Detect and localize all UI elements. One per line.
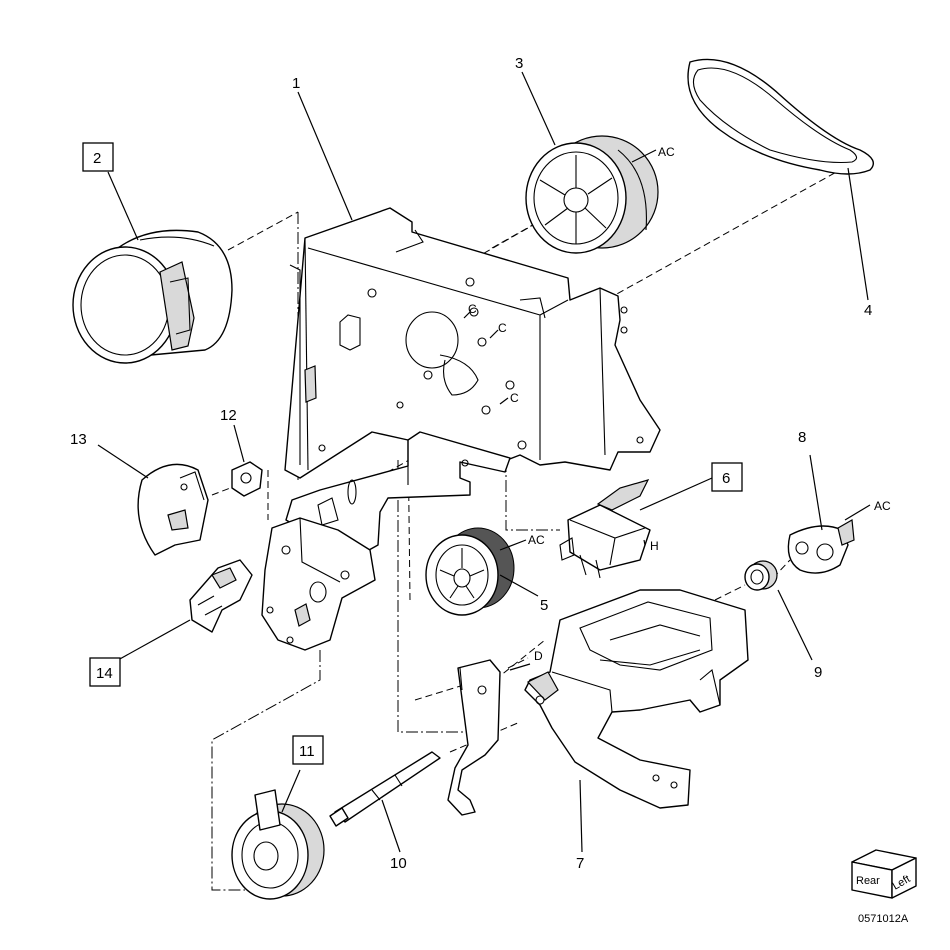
part-5-gear[interactable] xyxy=(425,527,515,616)
ref-ac-gear3: AC xyxy=(658,145,675,159)
callout-11-box xyxy=(292,735,324,765)
callout-labels: 1 2 3 4 5 6 7 8 9 10 11 12 13 14 xyxy=(70,55,872,872)
callout-7: 7 xyxy=(576,855,584,872)
callout-2: 2 xyxy=(93,150,101,167)
callout-11: 11 xyxy=(299,743,315,760)
part-12-nut[interactable] xyxy=(231,461,263,497)
part-1-bracket[interactable] xyxy=(261,207,661,651)
ref-c1: C xyxy=(468,302,477,316)
figure-code: 0571012A xyxy=(858,913,909,925)
callout-13: 13 xyxy=(70,431,87,448)
ref-c2: C xyxy=(498,321,507,335)
callout-12: 12 xyxy=(220,407,237,424)
part-9-bushing[interactable] xyxy=(744,560,778,591)
ref-d: D xyxy=(534,649,543,663)
callout-14: 14 xyxy=(96,665,113,682)
part-2-motor[interactable] xyxy=(72,229,233,364)
part-11-clutch[interactable] xyxy=(231,789,325,900)
callout-6-box xyxy=(711,462,743,492)
part-6-switch[interactable] xyxy=(559,479,651,579)
callout-8: 8 xyxy=(798,429,806,446)
callout-5: 5 xyxy=(540,597,548,614)
callout-3: 3 xyxy=(515,55,523,72)
callout-14-box xyxy=(89,657,121,687)
ref-h: H xyxy=(650,539,659,553)
orientation-rear: Rear xyxy=(856,875,880,887)
callout-10: 10 xyxy=(390,855,407,872)
part-14-sensor[interactable] xyxy=(189,559,253,633)
part-13-cam[interactable] xyxy=(137,463,209,556)
callout-9: 9 xyxy=(814,664,822,681)
ref-ac-part8: AC xyxy=(874,499,891,513)
link-plate[interactable] xyxy=(447,659,501,816)
part-8-holder[interactable] xyxy=(787,519,855,574)
part-3-gear[interactable] xyxy=(525,135,659,254)
ref-c3: C xyxy=(510,391,519,405)
callout-1: 1 xyxy=(292,75,300,92)
part-7-bracket[interactable] xyxy=(524,589,749,809)
part-10-shaft[interactable] xyxy=(329,751,441,827)
leader-lines xyxy=(97,71,871,853)
orientation-cube: Rear Left xyxy=(851,849,917,899)
part-4-belt[interactable] xyxy=(687,58,874,175)
callout-4: 4 xyxy=(864,302,872,319)
callout-2-box xyxy=(82,142,114,172)
ref-ac-gear5: AC xyxy=(528,533,545,547)
callout-6: 6 xyxy=(722,470,730,487)
reference-labels: AC AC AC C C C D H xyxy=(468,145,891,663)
